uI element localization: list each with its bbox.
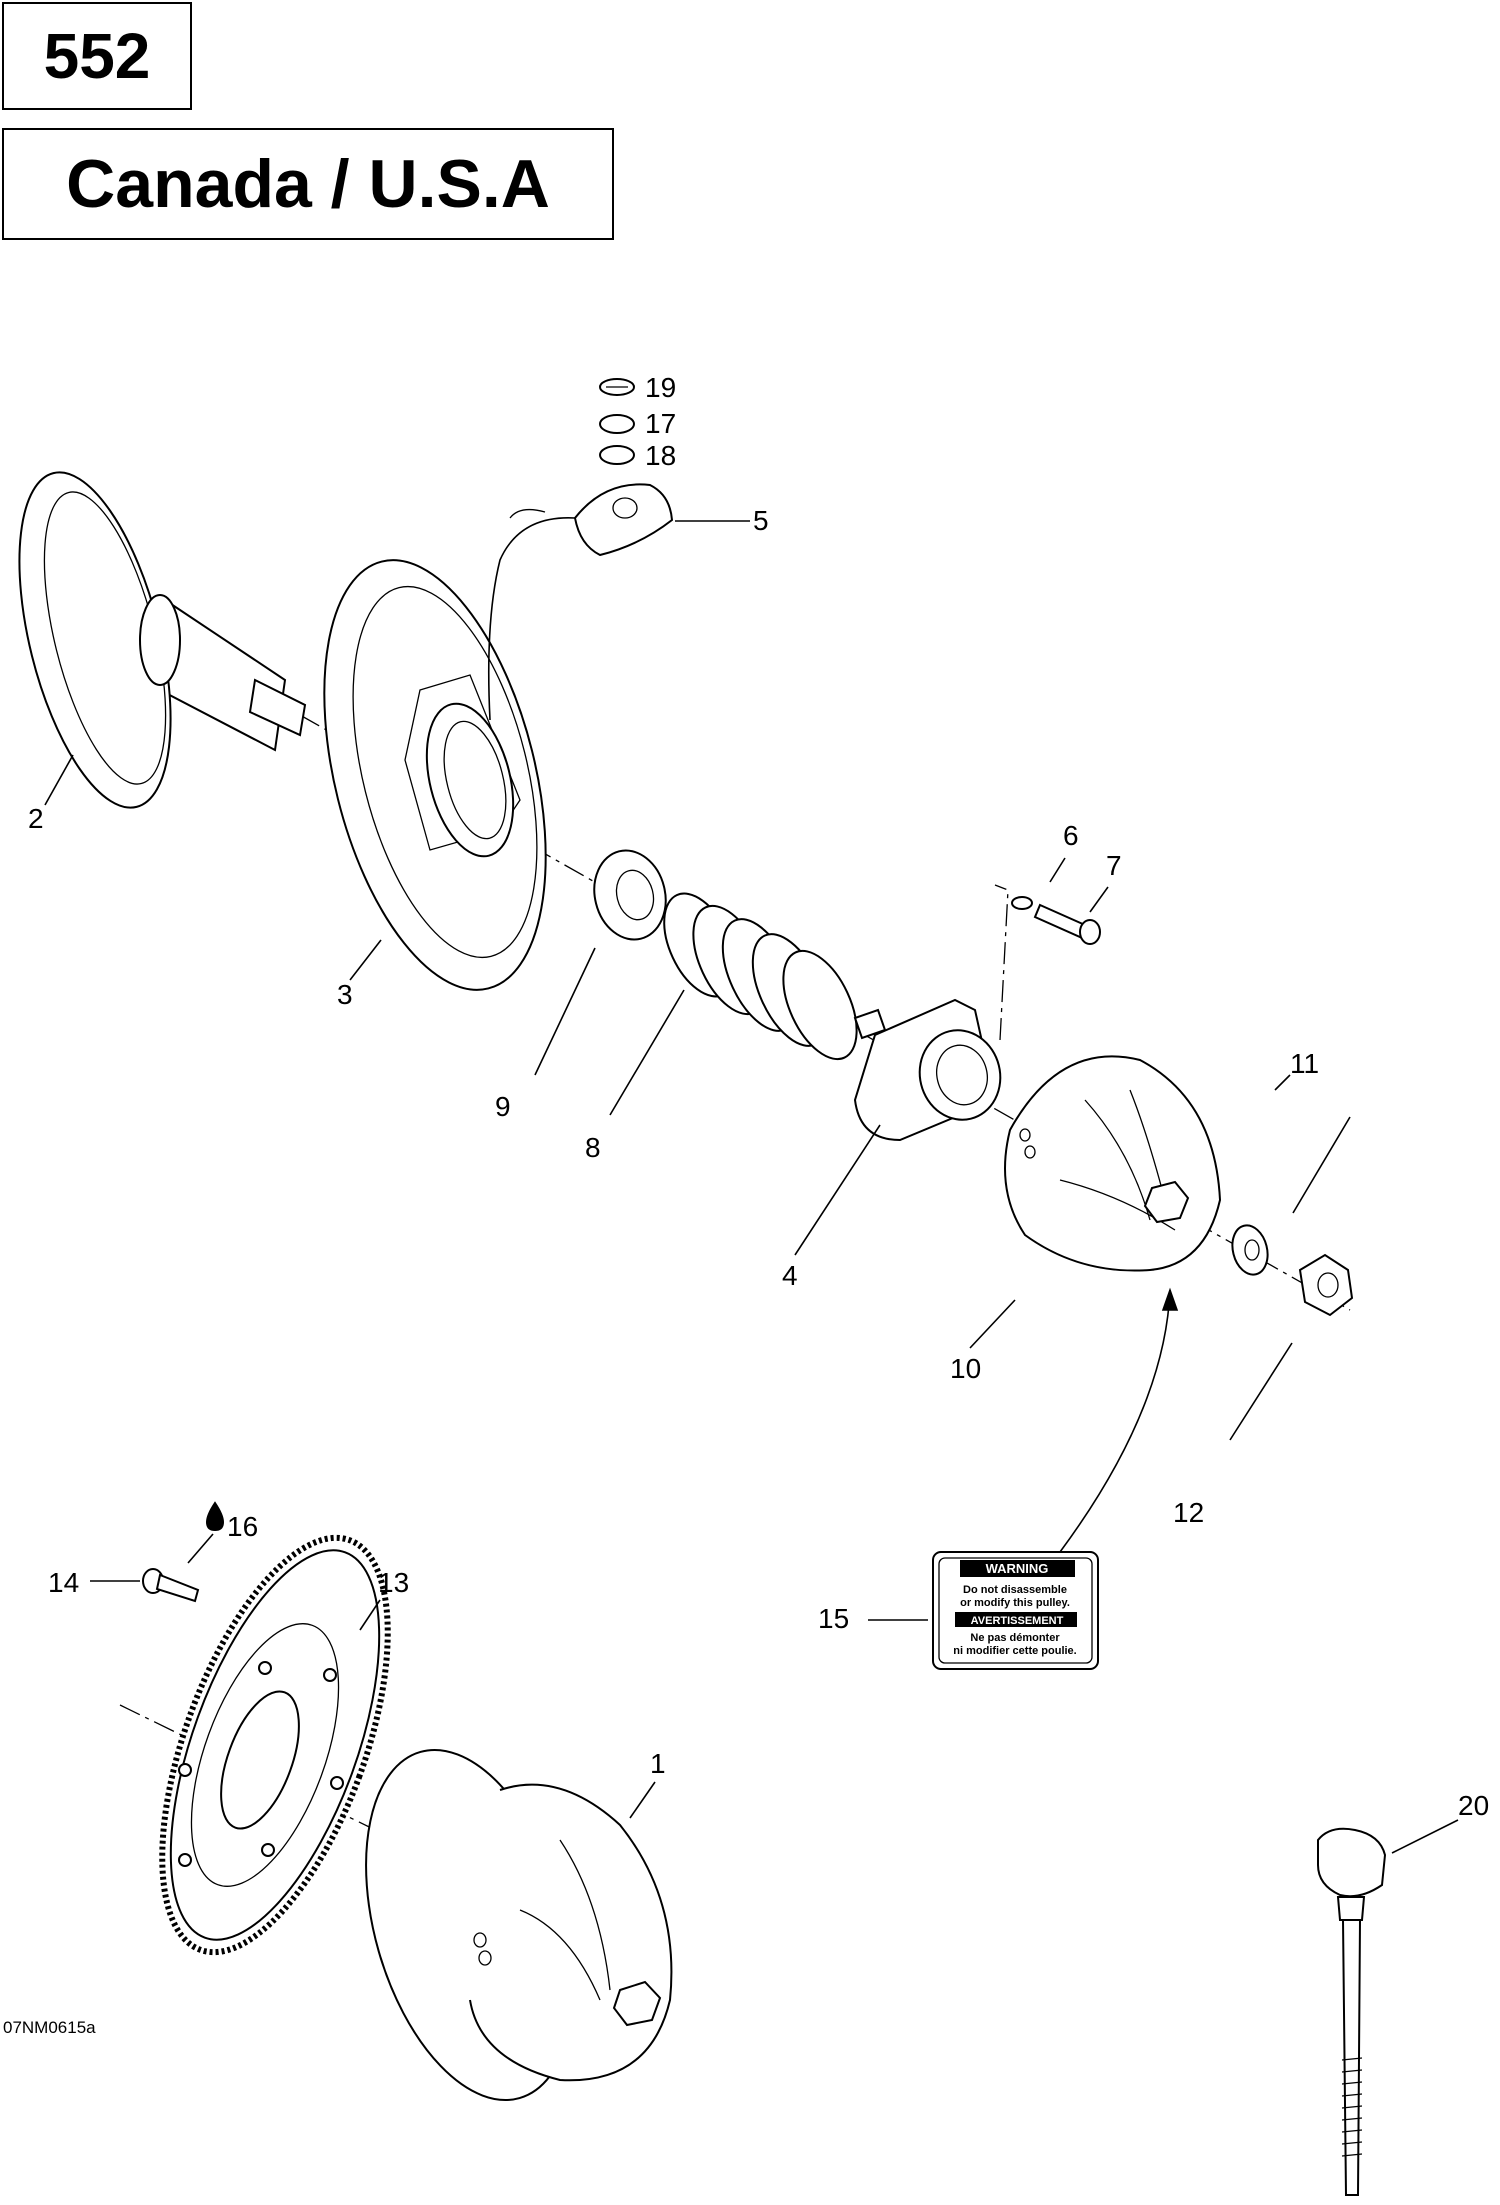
callout-10: 10 xyxy=(950,1353,981,1384)
callout-6: 6 xyxy=(1063,820,1079,851)
drop-icon xyxy=(205,1501,225,1532)
part-1-drive-pulley xyxy=(365,1749,673,2101)
label-fr-line1: Ne pas démonter xyxy=(970,1632,1060,1644)
part-14-screw xyxy=(142,1568,200,1603)
label-warning-heading: WARNING xyxy=(986,1561,1049,1576)
leader-lines xyxy=(44,520,1459,1854)
region-title-box: Canada / U.S.A xyxy=(2,128,614,240)
part-4-cam xyxy=(853,998,1002,1142)
part-12-nut xyxy=(1298,1253,1354,1317)
callout-1: 1 xyxy=(650,1748,666,1779)
part-20-bolt xyxy=(1317,1827,1387,2196)
label-fr-heading: AVERTISSEMENT xyxy=(971,1615,1064,1627)
label-warning-line1: Do not disassemble xyxy=(963,1584,1067,1596)
callout-11: 11 xyxy=(1290,1048,1319,1079)
part-10-cover xyxy=(1004,1055,1222,1272)
callout-15: 15 xyxy=(818,1603,849,1634)
callout-18: 18 xyxy=(645,440,676,471)
label-fr-line2: ni modifier cette poulie. xyxy=(953,1645,1076,1657)
callout-5: 5 xyxy=(753,505,769,536)
part-11-washer xyxy=(1231,1224,1269,1276)
part-9-washer xyxy=(593,849,667,941)
callout-4: 4 xyxy=(782,1260,798,1291)
part-15-warning-label: WARNING Do not disassemble or modify thi… xyxy=(932,1551,1099,1670)
part-7-screw xyxy=(1033,903,1101,945)
callout-13: 13 xyxy=(378,1567,409,1598)
callout-19: 19 xyxy=(645,372,676,403)
part-5-slider-shoe xyxy=(487,483,674,721)
part-17-button xyxy=(599,414,635,434)
callout-3: 3 xyxy=(337,979,353,1010)
callout-8: 8 xyxy=(585,1132,601,1163)
part-18-button xyxy=(599,445,635,465)
callout-12: 12 xyxy=(1173,1497,1204,1528)
callout-17: 17 xyxy=(645,408,676,439)
drawing-code: 07NM0615a xyxy=(3,2018,96,2037)
callout-9: 9 xyxy=(495,1091,511,1122)
callout-20: 20 xyxy=(1458,1790,1489,1821)
callout-16: 16 xyxy=(227,1511,258,1542)
part-6-washer xyxy=(1011,896,1033,910)
callout-14: 14 xyxy=(48,1567,79,1598)
label-warning-line2: or modify this pulley. xyxy=(960,1597,1070,1609)
axis-branch-6-7 xyxy=(994,884,1009,1041)
part-2-fixed-sheave xyxy=(18,471,307,809)
part-13-ring-gear xyxy=(159,1534,391,1956)
callout-2: 2 xyxy=(28,803,44,834)
callout-7: 7 xyxy=(1106,850,1122,881)
model-number-box: 552 xyxy=(2,2,192,110)
part-8-spring xyxy=(663,892,858,1061)
part-3-movable-sheave xyxy=(323,559,547,991)
